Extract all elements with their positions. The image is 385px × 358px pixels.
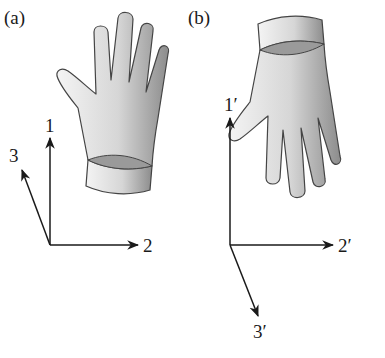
panel-label: (a) xyxy=(4,8,25,27)
glove-a xyxy=(57,12,169,193)
axis-label: 3 xyxy=(9,146,19,165)
axis-label: 1 xyxy=(45,116,55,135)
panel-label: (b) xyxy=(188,8,210,27)
axis-label: 2 xyxy=(143,236,153,255)
axes-a xyxy=(22,138,138,245)
axis-label: 3′ xyxy=(253,322,267,341)
glove-b xyxy=(229,16,341,197)
axes-b xyxy=(230,118,333,316)
axis-label: 2′ xyxy=(338,236,352,255)
axis-label: 1′ xyxy=(224,95,238,114)
